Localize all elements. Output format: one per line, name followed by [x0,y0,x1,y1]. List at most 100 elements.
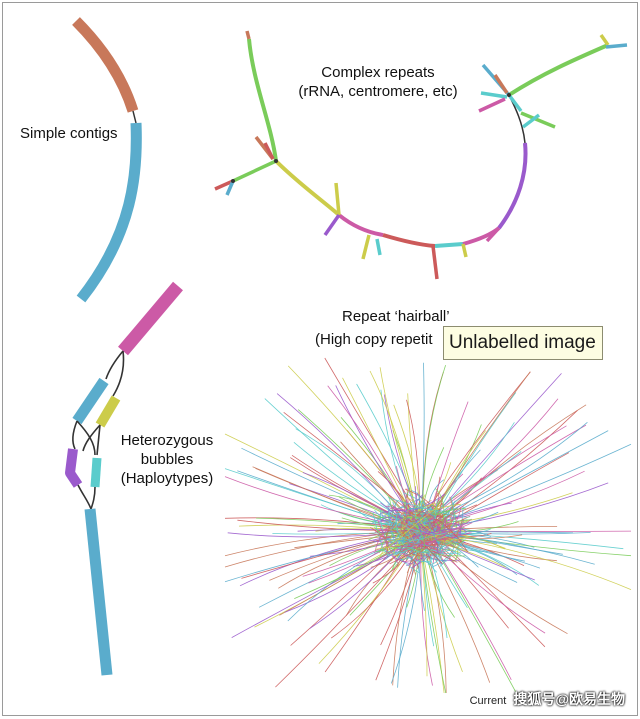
bubble-edge [82,424,101,452]
bubble-edge [72,420,78,450]
hairball-edge [431,531,546,648]
repeat-stub [334,182,341,216]
bubble-magenta-contig [118,281,183,356]
hairball-core-edge [433,518,463,542]
hairball-edge [420,547,428,677]
image-tooltip: Unlabelled image [443,326,603,360]
repeat-stub [232,159,277,183]
complex-repeats-label: Complex repeats (rRNA, centromere, etc) [293,63,463,101]
repeat-node [507,93,511,97]
hairball-edge [335,385,414,521]
hairball-edge [340,441,418,526]
hairball-edge [327,385,415,526]
hairball-core-edge [406,520,422,532]
hairball-subtitle: (High copy repetit [315,331,433,348]
repeat-magenta [337,213,384,237]
hairball-core-edge [406,532,472,544]
hairball-core-edge [374,509,435,539]
repeat-green-top [507,43,609,97]
simple-contigs-graph [72,17,142,303]
hairball-edge [422,371,444,523]
repeat-hairball-graph [224,357,632,694]
repeat-stub [323,213,341,237]
credit-source: Current [469,695,507,707]
hairball-core-edge [391,521,404,537]
hairball-core-edge [380,502,436,536]
repeat-stub [461,243,468,258]
hairball-edge [224,433,417,532]
repeat-stub [521,113,541,129]
hairball-core-edge [421,531,435,550]
simple-contigs-label: Simple contigs [20,125,118,142]
hairball-core-edge [420,513,440,547]
hairball-core-edge [372,512,390,556]
hairball-edge [430,538,568,635]
repeat-stub [478,97,506,113]
repeat-stub [245,30,251,40]
repeat-stub [605,43,628,49]
hairball-core-edge [379,509,422,533]
hairball-core-edge [415,496,444,550]
hairball-core-edge [385,504,441,550]
bubble-teal [90,457,102,488]
bubble-edge [105,350,124,380]
repeat-yellow [274,159,341,217]
assembly-graph-figure [65,17,632,694]
repeat-stub [263,142,275,160]
repeat-stub [520,111,556,129]
hairball-title: Repeat ‘hairball’ [342,308,450,325]
hairball-edge [342,377,417,523]
repeat-stub [214,179,234,191]
repeat-stub [507,93,523,113]
hairball-edge [421,548,447,694]
hairball-core-edge [401,530,425,554]
hairball-core-edge [377,520,399,564]
repeat-stub [599,33,610,47]
hairball-edge [297,409,415,526]
hairball-core-edge [389,543,439,565]
repeat-green-branch [247,38,278,162]
hairball-core-edge [404,522,425,551]
hairball-edge [252,466,408,530]
bubble-edge [112,350,125,397]
heterozygous-bubbles-graph [65,281,183,676]
hairball-core-edge [439,539,466,567]
hairball-core-edge [399,506,410,533]
hairball-core-edge [436,509,450,546]
hairball-core-edge [438,531,467,553]
hairball-core-edge [391,503,438,562]
hairball-edge [224,533,411,583]
bubble-purple [65,448,83,488]
heterozygous-bubbles-label: Heterozygous bubbles (Haploytypes) [107,431,227,488]
hairball-core-edge [392,506,473,535]
hetero-line-2: bubbles [140,451,194,468]
hairball-core-edge [409,537,454,564]
bubble-edge [77,484,92,510]
repeat-stub [480,91,508,99]
hairball-core-edge [390,507,462,547]
repeat-teal [434,242,464,248]
image-credit: Current 搜狐号@欧易生物 [470,689,625,709]
repeat-hub-edge [508,94,526,144]
repeat-stub [485,226,501,243]
hairball-edge [269,531,411,581]
hairball-core-edge [413,506,433,519]
repeat-node [274,159,278,163]
repeat-red [382,233,436,248]
complex-repeats-graph [214,30,628,280]
repeat-node [231,179,235,183]
hairball-edge [258,534,417,608]
complex-repeats-title: Complex repeats [321,64,435,81]
hetero-line-1: Heterozygous [120,432,214,449]
hairball-core-edge [434,499,438,532]
repeat-stub [361,234,371,260]
hairball-edge [433,534,632,590]
repeat-stub [375,238,382,256]
repeat-purple [497,142,528,230]
hairball-edge [224,476,406,527]
bubble-edge [76,420,96,456]
hairball-core-edge [432,505,464,568]
bubble-edge [96,424,101,456]
hairball-edge [422,364,446,521]
